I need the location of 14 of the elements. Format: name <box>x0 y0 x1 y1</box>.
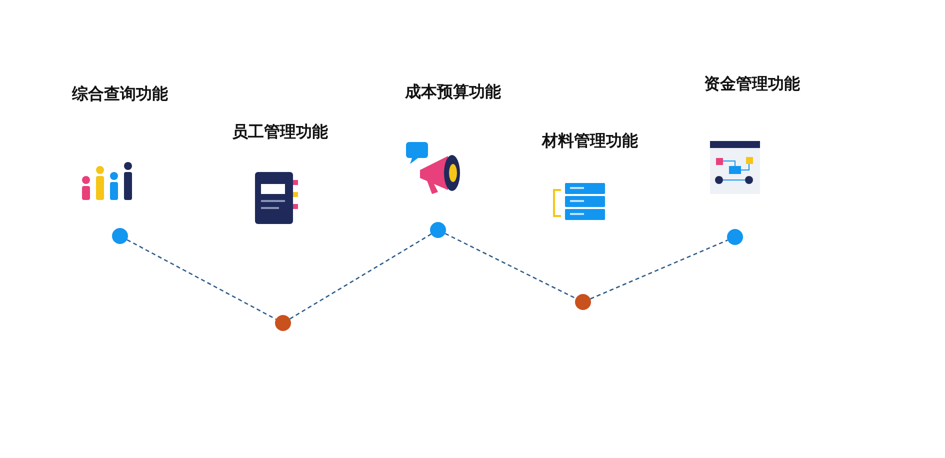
feature-title: 员工管理功能 <box>232 122 328 143</box>
timeline-dot <box>575 294 591 310</box>
feature-title: 资金管理功能 <box>704 74 800 95</box>
timeline-dot <box>112 228 128 244</box>
dashed-connector <box>290 234 432 320</box>
timeline-dot <box>430 222 446 238</box>
feature-title: 综合查询功能 <box>72 84 168 105</box>
feature-title: 成本预算功能 <box>405 82 501 103</box>
timeline-dot <box>727 229 743 245</box>
feature-title: 材料管理功能 <box>542 131 638 152</box>
dashed-connector <box>590 240 728 300</box>
dashed-connector <box>444 232 576 300</box>
timeline-dot <box>275 315 291 331</box>
dashed-connector <box>126 239 276 320</box>
